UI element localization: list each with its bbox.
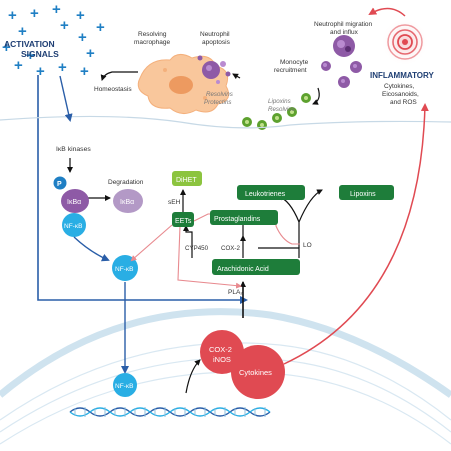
leukotrienes-label: Leukotrienes [245,191,286,198]
svg-text:+: + [14,57,23,74]
neutrophil-migration-label-2: and influx [330,29,359,36]
inflammatory-burst-icon [381,18,429,66]
svg-text:+: + [76,7,85,24]
svg-text:+: + [80,63,89,80]
cell-membrane [0,115,451,129]
resolvins-protectins-label-1: Resolvins [206,91,233,98]
lipoxins-label: Lipoxins [350,191,376,198]
eets-label: EETs [175,218,192,225]
ikba-degraded-blob [113,189,143,213]
nfkb-bound-label: NF-κB [64,223,82,230]
resolving-macrophage-label-2: macrophage [134,39,171,46]
cyp450-label: CYP450 [185,245,209,252]
svg-text:+: + [86,45,95,62]
lo-label: LO [303,242,312,249]
nfkb-arrows [67,158,111,201]
inflammatory-title: INFLAMMATORY [370,71,435,80]
neutrophil-apoptosis-label-2: apoptosis [202,39,231,46]
eets-box [172,212,194,227]
svg-text:+: + [60,17,69,34]
svg-text:+: + [52,1,61,18]
svg-text:+: + [2,39,11,56]
cox2-inos-label-1: COX-2 [209,345,232,354]
activation-label-line2: SIGNALS [21,49,59,59]
neutrophil-apoptosis-label-1: Neutrophil [200,31,230,38]
nfkb-release-arrow [73,236,110,262]
ikba-degraded-label: IκBα [120,199,134,206]
dihet-box [172,171,202,186]
eicosanoid-lines [180,189,323,318]
lipoxins-resolvins-label-1: Lipoxins [268,98,291,105]
prostaglandins-box [210,210,278,225]
svg-text:+: + [96,19,105,36]
inflammatory-line2: Cytokines, [384,83,415,90]
monocyte-cells [242,93,311,130]
svg-text:+: + [26,47,35,64]
dihet-label: DiHET [176,177,197,184]
seh-label: sEH [168,199,181,206]
gene-to-enzyme-arrow [185,359,201,394]
cytokines-label: Cytokines [239,368,272,377]
resolvins-protectins-label-2: Protectins [204,99,232,106]
prostaglandins-label: Prostaglandins [214,216,261,223]
dna-helix [69,407,271,417]
svg-text:+: + [58,59,67,76]
inflammatory-line4: and ROS [390,99,417,106]
cox2-label: COX-2 [221,245,240,252]
inflammation-to-neutrophil-arrow [368,7,406,17]
monocyte-label-1: Monocyte [280,59,309,66]
lipoxins-box [339,185,394,200]
nfkb-cytoplasm-circle [112,255,138,281]
svg-text:+: + [36,63,45,80]
activation-signal-icons: +++ +++ +++ +++ +++ [2,1,105,80]
arachidonic-acid-box [212,259,300,275]
phospho-p-circle [53,176,67,190]
nfkb-cytoplasm-label: NF-κB [115,266,133,273]
nfkb-nucleus-label: NF-κB [115,383,133,390]
nfkb-nucleus-circle [113,373,137,397]
activation-to-nucleus-line [37,75,248,304]
homeostasis-label: Homeostasis [94,86,132,93]
resolving-macrophage-label-1: Resolving [138,31,167,38]
signal-to-kinase-arrow [59,75,73,122]
inflammatory-line3: Eicosanoids, [382,91,419,98]
activation-label-line1: ACTIVATION [4,39,55,49]
lipoxins-resolvins-label-2: Resolvins [268,106,295,113]
cox2-inos-label-2: iNOS [213,355,231,364]
arachidonic-acid-label: Arachidonic Acid [217,266,269,273]
svg-text:+: + [78,29,87,46]
apoptotic-neutrophil-cells [197,55,231,84]
ikba-blob [61,189,89,213]
cytokines-to-inflammation-arrow [283,103,429,365]
pla2-label: PLA₂ [228,289,243,296]
phospho-p-label: P [57,181,62,188]
monocyte-label-2: recruitment [274,67,307,74]
svg-text:+: + [30,5,39,22]
ikb-kinases-label: IκB kinases [56,146,91,153]
degradation-label: Degradation [108,179,144,186]
resolution-arrows [100,71,320,105]
svg-text:+: + [18,23,27,40]
svg-text:+: + [8,7,17,24]
leukotrienes-box [237,185,305,200]
nfkb-bound-circle [62,213,86,237]
cytokines-circle [231,345,285,399]
ikba-label: IκBα [67,199,81,206]
neutrophil-migration-cells [321,35,362,88]
nucleus-membrane [0,308,451,398]
neutrophil-migration-label-1: Neutrophil migration [314,21,373,28]
